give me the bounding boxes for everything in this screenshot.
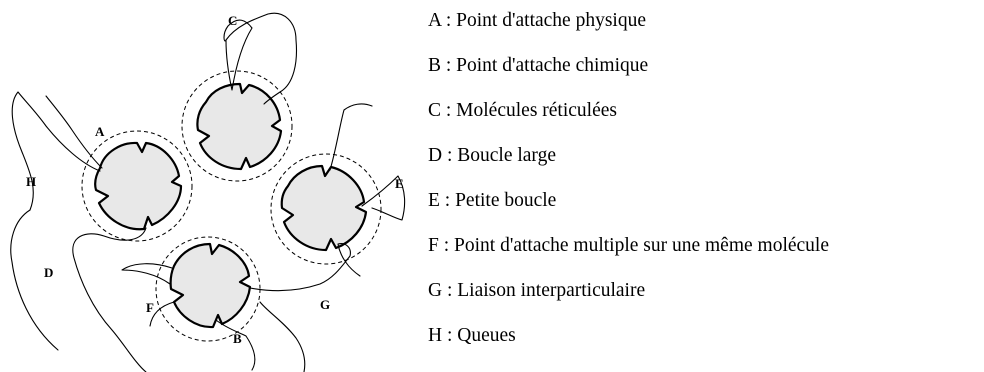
legend-item-d: D : Boucle large bbox=[428, 145, 556, 166]
legend-item-h: H : Queues bbox=[428, 325, 516, 346]
diagram-label-b: B bbox=[233, 331, 242, 346]
particle-a bbox=[94, 141, 183, 231]
dashed-layer-a bbox=[81, 130, 193, 242]
legend-item-f: F : Point d'attache multiple sur une mêm… bbox=[428, 235, 830, 256]
chain-h-tail bbox=[11, 91, 101, 211]
diagram-label-g: G bbox=[320, 297, 330, 312]
diagram-label-f: F bbox=[146, 300, 154, 315]
legend-item-g: G : Liaison interparticulaire bbox=[428, 280, 646, 301]
chain-a-tail bbox=[45, 95, 103, 169]
particle-f bbox=[169, 242, 252, 329]
polymer-particle-diagram: A B C D E F G H bbox=[10, 12, 406, 372]
dashed-layer-c bbox=[181, 70, 293, 182]
dashed-layer-e bbox=[270, 153, 382, 265]
chain-c-crosslinked bbox=[223, 12, 298, 105]
chain-b-chemical bbox=[215, 301, 306, 372]
legend-item-e: E : Petite boucle bbox=[428, 190, 557, 211]
legend-item-c: C : Molécules réticulées bbox=[428, 100, 617, 121]
diagram-label-e: E bbox=[395, 176, 404, 191]
chain-g-interparticle bbox=[249, 243, 361, 292]
legend-item-b: B : Point d'attache chimique bbox=[428, 55, 649, 76]
chain-d-loop bbox=[10, 209, 147, 372]
particle-e bbox=[280, 164, 368, 252]
diagram-label-c: C bbox=[228, 13, 237, 28]
chain-f-multiple bbox=[121, 263, 175, 327]
diagram-label-d: D bbox=[44, 265, 53, 280]
diagram-label-h: H bbox=[26, 174, 36, 189]
legend-item-a: A : Point d'attache physique bbox=[428, 10, 646, 31]
legend-list: A : Point d'attache physique B : Point d… bbox=[428, 8, 829, 368]
particle-c bbox=[196, 82, 283, 171]
diagram-label-a: A bbox=[95, 124, 105, 139]
chain-e-small-loop bbox=[329, 103, 406, 221]
